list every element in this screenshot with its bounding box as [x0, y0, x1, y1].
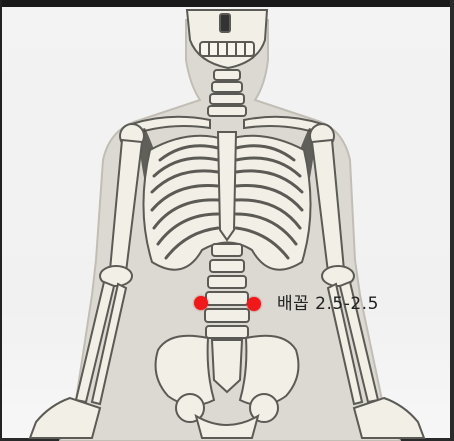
right-marker-dot [247, 297, 261, 311]
pelvis [154, 334, 300, 439]
arm-bones [28, 123, 426, 439]
ribs [150, 144, 304, 260]
video-frame-left-edge [0, 0, 2, 441]
cervical-spine [207, 69, 247, 117]
video-frame-top-edge [0, 0, 454, 7]
video-frame-right-edge [450, 0, 454, 441]
skull [185, 9, 269, 70]
left-marker-dot [194, 296, 208, 310]
clavicles [130, 115, 324, 136]
sternum [216, 131, 238, 242]
navel-annotation-label: 배꼽 2.5-2.5 [277, 294, 379, 314]
lumbar-spine [204, 243, 250, 339]
